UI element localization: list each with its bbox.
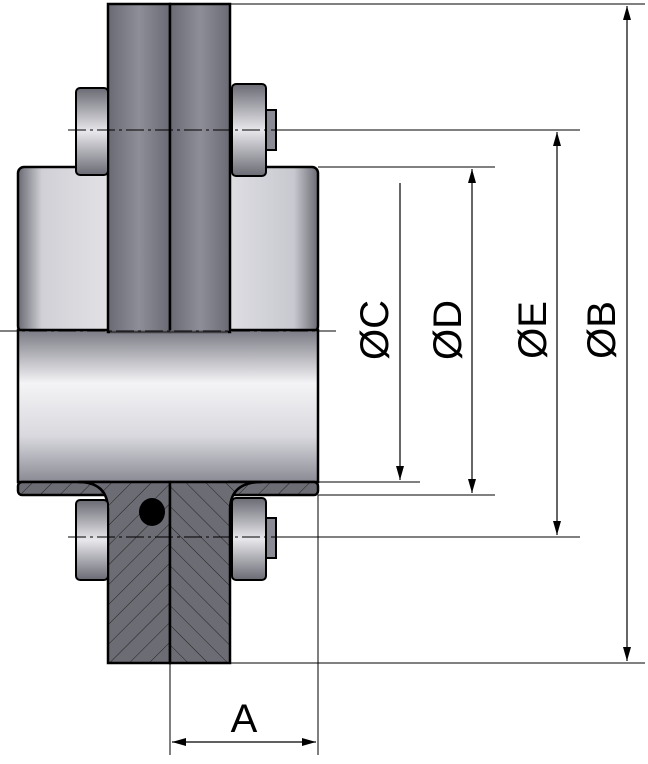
- o-ring-seal: [139, 498, 165, 526]
- dimension-label-b: ØB: [580, 301, 624, 359]
- flange-plates: [77, 2, 263, 665]
- center-lines: [0, 129, 336, 538]
- dimension-label-d: ØD: [426, 300, 470, 360]
- dimension-label-e: ØE: [511, 301, 555, 359]
- dimension-label-c: ØC: [353, 300, 397, 360]
- bolt-nuts: [75, 83, 277, 581]
- dimension-label-a: A: [231, 697, 258, 741]
- extension-lines: [169, 3, 645, 755]
